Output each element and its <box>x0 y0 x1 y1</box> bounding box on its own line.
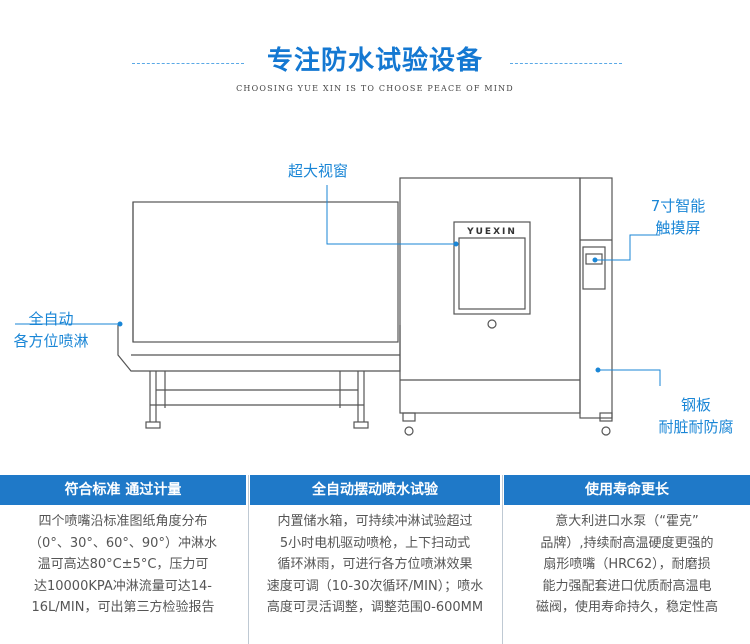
callout-auto-spray-line-2: 各方位喷淋 <box>13 332 89 350</box>
feature-column: 符合标准 通过计量 四个喷嘴沿标准图纸角度分布 （0°、30°、60°、90°）… <box>0 475 246 644</box>
spray-cabin <box>132 201 399 343</box>
feature-line: 品牌）,持续耐高温硬度更强的 <box>540 535 714 551</box>
product-diagram: YUEXIN 超大视窗 7寸智能 触摸屏 全自动 各方位喷淋 钢板 耐脏耐防腐 <box>0 150 750 450</box>
feature-heading: 使用寿命更长 <box>504 475 750 505</box>
title-divider-left <box>132 63 244 65</box>
callout-auto-spray-line-1: 全自动 <box>28 310 74 328</box>
feature-line: （0°、30°、60°、90°）冲淋水 <box>29 535 217 551</box>
feature-line: 能力强配套进口优质耐高温电 <box>542 578 712 594</box>
callout-steel: 钢板 耐脏耐防腐 <box>646 394 746 438</box>
feature-line: 循环淋雨，可进行各方位喷淋效果 <box>277 557 473 572</box>
feature-description: 四个喷嘴沿标准图纸角度分布 （0°、30°、60°、90°）冲淋水 温可高达80… <box>4 511 242 619</box>
feature-line: 四个喷嘴沿标准图纸角度分布 <box>38 514 208 529</box>
callout-auto-spray: 全自动 各方位喷淋 <box>6 308 96 352</box>
column-divider <box>248 475 249 644</box>
callout-touch-screen: 7寸智能 触摸屏 <box>640 195 716 239</box>
callout-touch-screen-line-2: 触摸屏 <box>655 219 701 237</box>
callout-big-window: 超大视窗 <box>288 162 349 180</box>
touch-screen <box>582 246 606 290</box>
feature-line: 内置储水箱，可持续冲淋试验超过 <box>277 514 473 529</box>
column-divider <box>502 475 503 644</box>
main-chamber <box>399 177 581 414</box>
viewing-window <box>453 221 531 315</box>
feature-column: 使用寿命更长 意大利进口水泵（“霍克” 品牌）,持续耐高温硬度更强的 扇形喷嘴（… <box>504 475 750 644</box>
feature-table: 符合标准 通过计量 四个喷嘴沿标准图纸角度分布 （0°、30°、60°、90°）… <box>0 475 750 644</box>
callout-steel-line-1: 钢板 <box>680 396 711 414</box>
feature-heading: 全自动摆动喷水试验 <box>250 475 500 505</box>
feature-description: 意大利进口水泵（“霍克” 品牌）,持续耐高温硬度更强的 扇形喷嘴（HRC62），… <box>508 511 746 619</box>
callout-touch-screen-line-1: 7寸智能 <box>650 197 706 215</box>
feature-line: 5小时电机驱动喷枪，上下扫动式 <box>279 535 471 551</box>
door-handle <box>487 319 497 329</box>
feature-line: 速度可调（10-30次循环/MIN）；喷水 <box>266 578 484 594</box>
feature-line: 扇形喷嘴（HRC62），耐磨损 <box>543 557 711 572</box>
page-header: 专注防水试验设备 CHOOSING YUE XIN IS TO CHOOSE P… <box>0 0 750 110</box>
feature-heading: 符合标准 通过计量 <box>0 475 246 505</box>
feature-line: 磁阀，使用寿命持久，稳定性高 <box>535 600 718 615</box>
feature-line: 意大利进口水泵（“霍克” <box>555 514 699 529</box>
page-title: 专注防水试验设备 <box>266 46 483 76</box>
test-chamber-illustration: YUEXIN <box>15 177 661 436</box>
brand-label: YUEXIN <box>466 227 517 237</box>
feature-line: 高度可灵活调整，调整范围0-600MM <box>266 600 484 615</box>
feature-line: 达10000KPA冲淋流量可达14- <box>33 578 212 594</box>
page-subtitle: CHOOSING YUE XIN IS TO CHOOSE PEACE OF M… <box>236 84 514 93</box>
feature-description: 内置储水箱，可持续冲淋试验超过 5小时电机驱动喷枪，上下扫动式 循环淋雨，可进行… <box>254 511 496 619</box>
feature-line: 16L/MIN，可出第三方检验报告 <box>31 600 215 615</box>
title-divider-right <box>510 63 622 65</box>
control-tower <box>579 177 613 419</box>
feature-column: 全自动摆动喷水试验 内置储水箱，可持续冲淋试验超过 5小时电机驱动喷枪，上下扫动… <box>250 475 500 644</box>
callout-steel-line-2: 耐脏耐防腐 <box>658 418 734 436</box>
feature-line: 温可高达80°C±5°C，压力可 <box>37 557 209 572</box>
